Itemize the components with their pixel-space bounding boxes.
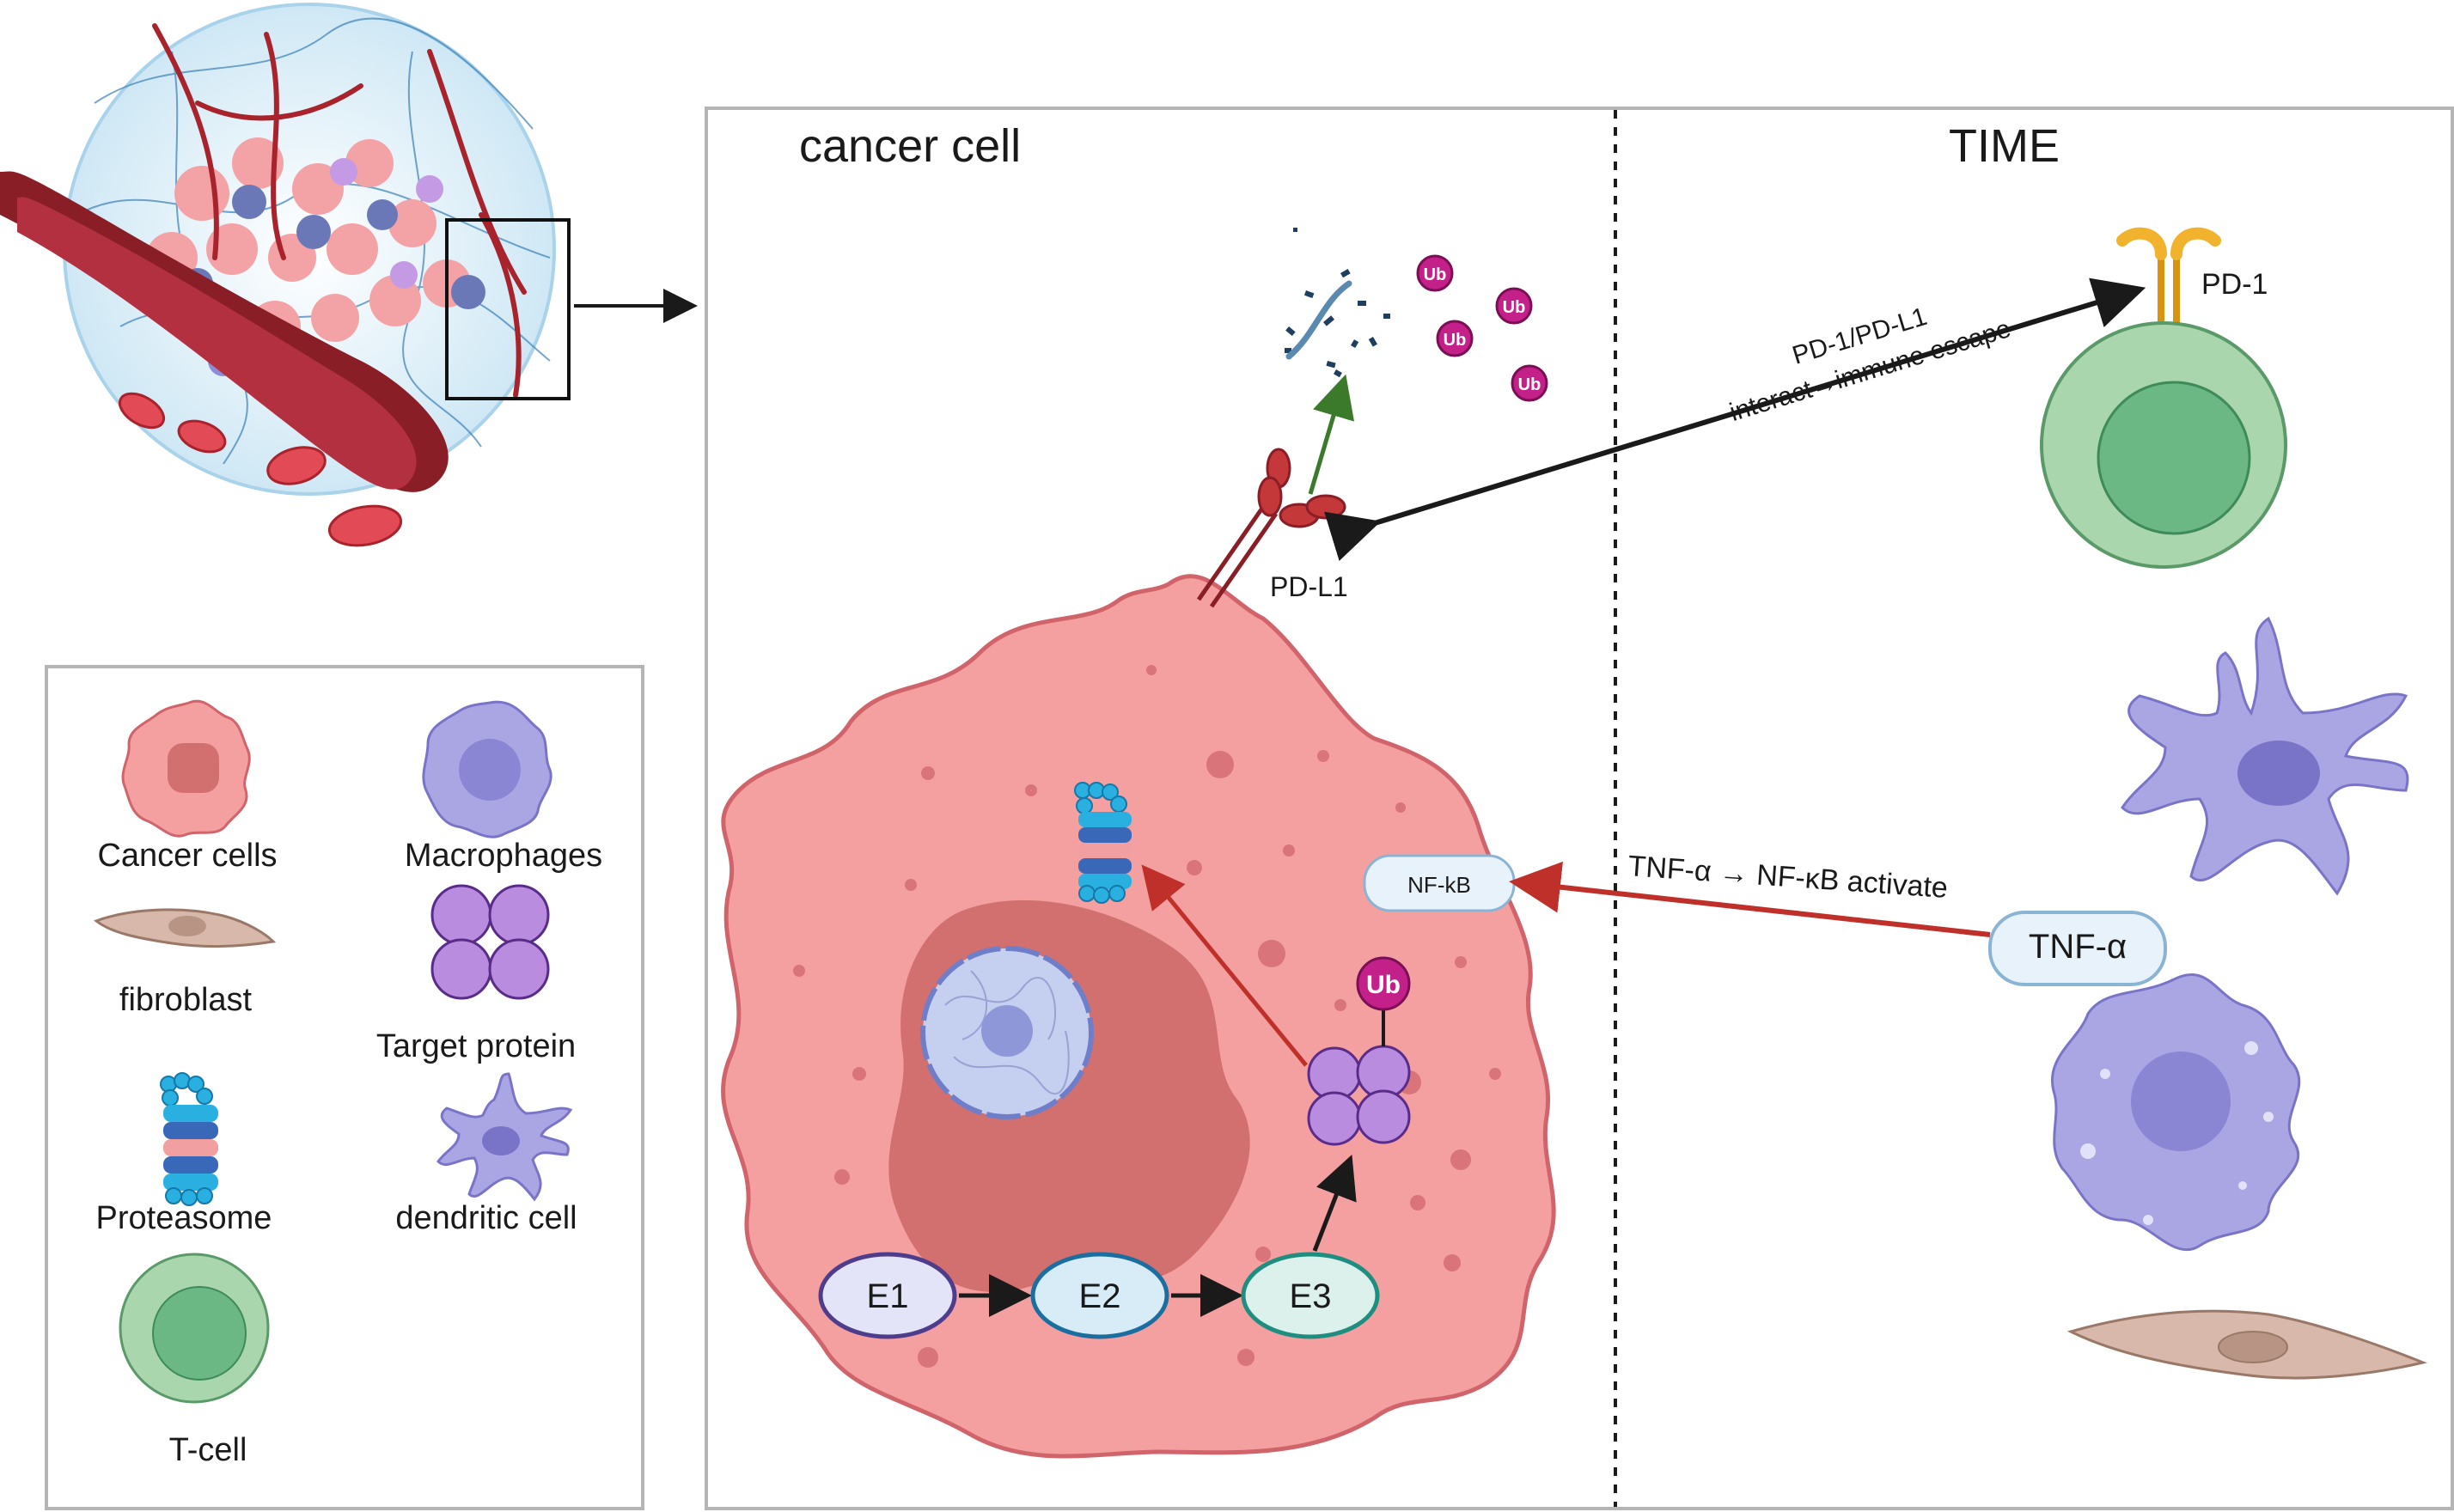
fibroblast-icon (2066, 1309, 2427, 1380)
pd1-receptor-icon (2116, 227, 2221, 325)
proteasome-icon (1074, 782, 1132, 904)
tnf-arrow-label: TNF-α → NF-κB activate (1627, 850, 1949, 905)
degradation-arrow (1308, 374, 1355, 495)
panel-left-title: cancer cell (799, 120, 1021, 172)
target-protein-icon (1307, 1045, 1411, 1146)
legend-cancer-cell-icon (121, 699, 251, 838)
pdl1-label: PD-L1 (1270, 571, 1348, 602)
legend-dendritic-cell-label: dendritic cell (395, 1200, 577, 1236)
svg-text:Ub: Ub (1424, 265, 1447, 284)
legend-target-protein-label: Target protein (376, 1028, 576, 1064)
free-ub-group: Ub Ub Ub Ub (1416, 254, 1548, 402)
tumor-vessel-illustration (0, 3, 571, 547)
legend-macrophage-icon (422, 700, 552, 838)
legend-t-cell-label: T-cell (169, 1432, 247, 1468)
svg-text:E3: E3 (1290, 1277, 1332, 1315)
legend-dendritic-cell-icon (436, 1072, 573, 1202)
svg-text:Ub: Ub (1518, 375, 1541, 394)
legend-t-cell-icon (119, 1253, 270, 1404)
legend-target-protein-icon (430, 884, 550, 1000)
tnf-activate-arrow (1509, 861, 1991, 937)
legend-fibroblast-label: fibroblast (119, 982, 253, 1018)
to-proteasome-arrow (1141, 864, 1308, 1067)
e2-node: E2 (1030, 1252, 1169, 1339)
main-panel-frame (705, 107, 2454, 1510)
svg-text:Ub: Ub (1503, 298, 1526, 317)
dendritic-cell-icon (2121, 616, 2409, 896)
svg-text:E1: E1 (867, 1277, 909, 1315)
macrophage-icon (2050, 973, 2301, 1252)
svg-text:TNF-α: TNF-α (2029, 928, 2127, 966)
pd1-label: PD-1 (2201, 268, 2268, 301)
svg-text:NF-kB: NF-kB (1407, 872, 1471, 898)
svg-text:Ub: Ub (1366, 971, 1401, 999)
legend-macrophages-label: Macrophages (405, 838, 602, 874)
cancer-cell-icon (721, 574, 1556, 1459)
e1-node: E1 (818, 1252, 957, 1339)
svg-text:Ub: Ub (1444, 331, 1467, 350)
tnf-box: TNF-α (1988, 911, 2167, 986)
legend-fibroblast-icon (93, 908, 277, 948)
legend-cancer-cells-label: Cancer cells (97, 838, 277, 874)
t-cell-icon (2040, 321, 2287, 569)
panel-right-title: TIME (1949, 120, 2060, 172)
ub-tag-icon: Ub (1356, 956, 1411, 1011)
nfkb-box: NF-kB (1363, 854, 1516, 912)
pd-interaction-arrow (1324, 277, 2146, 561)
e3-node: E3 (1241, 1252, 1380, 1339)
e3-to-protein-arrow (1312, 1155, 1357, 1252)
svg-text:E2: E2 (1079, 1277, 1121, 1315)
degraded-fragments (1285, 228, 1390, 378)
legend-proteasome-label: Proteasome (96, 1200, 272, 1236)
legend-proteasome-icon (160, 1072, 218, 1206)
